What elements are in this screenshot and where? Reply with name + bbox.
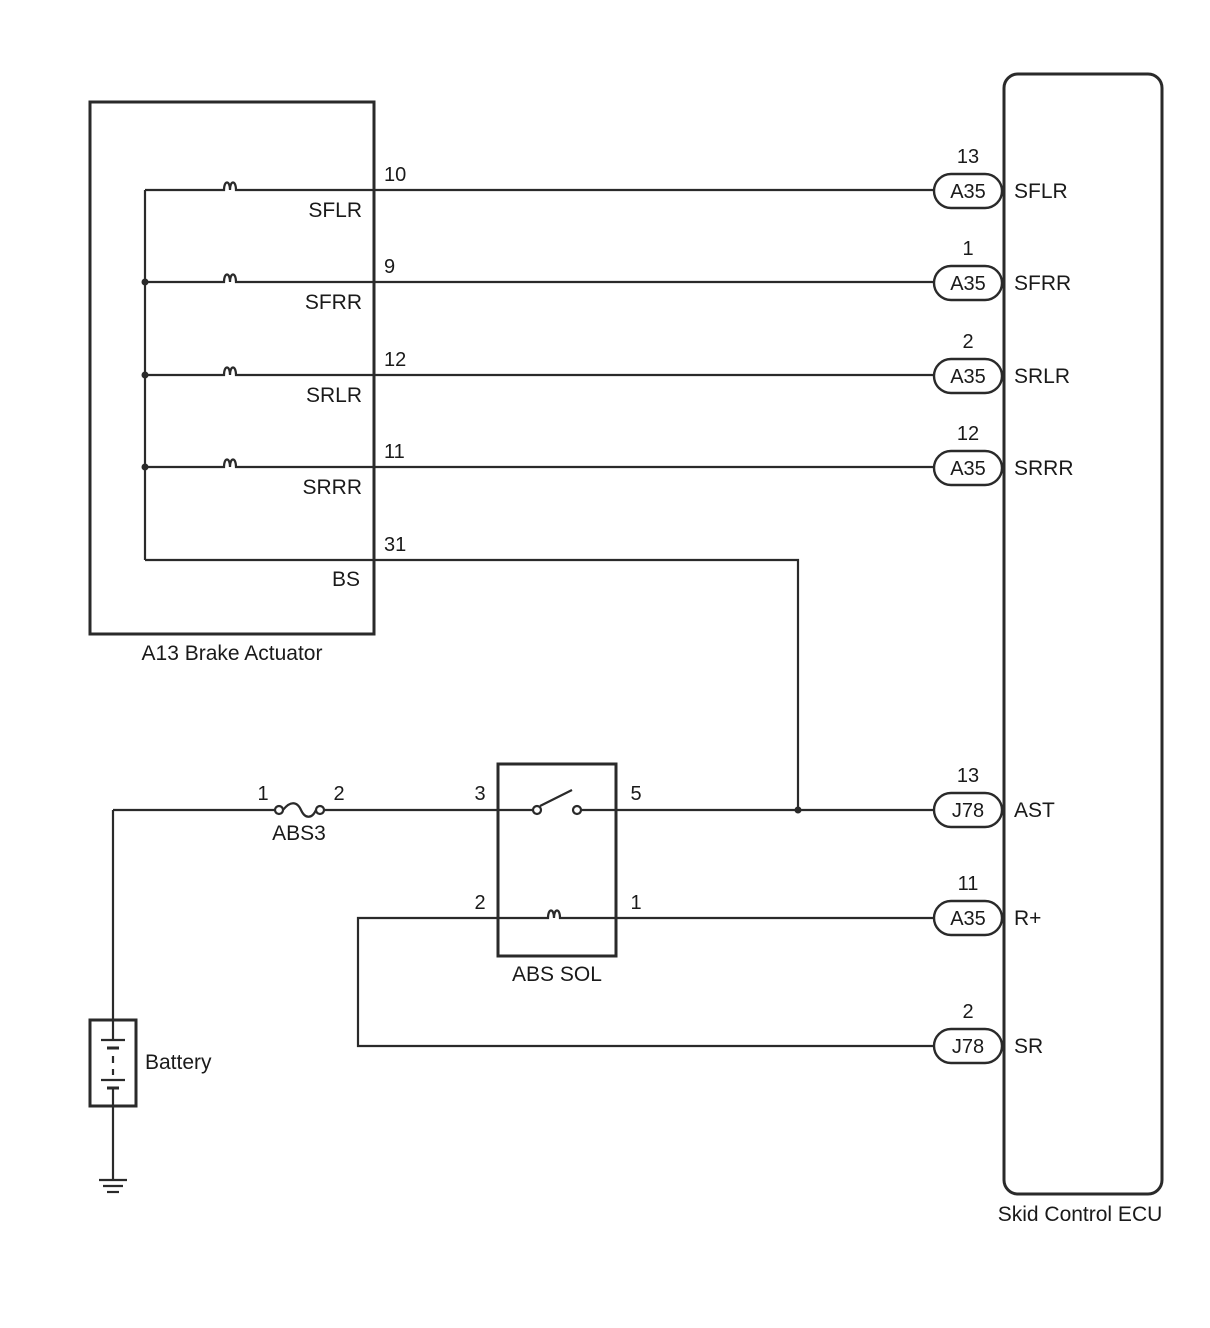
brake-actuator: A13 Brake Actuator	[88, 100, 376, 665]
ecu-terminal-sr: J78 2 SR	[932, 1001, 1043, 1065]
connector-badge	[932, 1027, 1004, 1065]
relay-pin-switch-out: 5	[630, 783, 641, 805]
ecu-terminal-r-plus: A35 11 R+	[932, 873, 1041, 937]
ecu-terminal-label: R+	[1014, 907, 1041, 930]
fuse-terminal	[314, 804, 326, 816]
actuator-terminal-label: SFLR	[308, 199, 362, 222]
wire	[356, 916, 934, 1048]
ecu-pin-number: 2	[962, 331, 973, 353]
connector-badge	[932, 172, 1004, 210]
switch-blade-icon	[539, 789, 573, 807]
connector-code: A35	[950, 181, 986, 203]
circuit-row-srrr: 11 SRRR A35 12 SRRR	[145, 423, 1074, 499]
solenoid-coil-icon	[218, 458, 244, 469]
actuator-pin-number: 9	[384, 256, 395, 278]
fuse-pin-right: 2	[333, 783, 344, 805]
relay-title: ABS SOL	[512, 963, 602, 986]
connector-code: A35	[950, 273, 986, 295]
connector-code: A35	[950, 908, 986, 930]
relay-pin-switch-in: 3	[474, 783, 485, 805]
brake-actuator-title: A13 Brake Actuator	[142, 642, 323, 665]
actuator-pin-number: 11	[384, 441, 405, 463]
switch-contact	[571, 804, 583, 816]
relay-coil-icon	[545, 909, 564, 920]
connector-badge	[932, 357, 1004, 395]
connector-badge	[932, 791, 1004, 829]
ecu-terminal-label: SFLR	[1014, 180, 1068, 203]
skid-control-ecu: Skid Control ECU	[998, 72, 1164, 1226]
fuse-icon	[282, 802, 318, 818]
relay-pin-coil-left: 2	[474, 892, 485, 914]
actuator-pin-number: 10	[384, 164, 406, 186]
connector-badge	[932, 264, 1004, 302]
bs-circuit: 31 BS	[145, 534, 800, 810]
relay-box	[496, 762, 618, 958]
connector-code: J78	[952, 800, 984, 822]
ecu-pin-number: 11	[958, 873, 979, 895]
solenoid-coil-icon	[218, 273, 244, 284]
junction-dot	[794, 806, 802, 814]
actuator-pin-number: 12	[384, 349, 406, 371]
fuse-pin-left: 1	[257, 783, 268, 805]
ecu-pin-number: 12	[957, 423, 979, 445]
ecu-pin-number: 1	[962, 238, 973, 260]
circuit-row-sfrr: 9 SFRR A35 1 SFRR	[145, 238, 1071, 314]
switch-contact	[531, 804, 543, 816]
ecu-pin-number: 13	[957, 765, 979, 787]
ecu-terminal-label: SFRR	[1014, 272, 1071, 295]
relay-pin-coil-right: 1	[630, 892, 641, 914]
ecu-terminal-ast: J78 13 AST	[932, 765, 1055, 829]
ecu-terminal-label: SRLR	[1014, 365, 1070, 388]
ecu-pin-number: 13	[957, 146, 979, 168]
wire	[145, 558, 800, 810]
connector-code: A35	[950, 458, 986, 480]
connector-badge	[932, 899, 1004, 937]
circuit-row-srlr: 12 SRLR A35 2 SRLR	[145, 331, 1070, 407]
abs-sol-relay: 3 5 2 1 ABS SOL	[356, 762, 934, 1048]
ecu-terminal-label: SR	[1014, 1035, 1043, 1058]
bs-terminal-label: BS	[332, 568, 360, 591]
actuator-terminal-label: SRLR	[306, 384, 362, 407]
ecu-title: Skid Control ECU	[998, 1203, 1163, 1226]
connector-badge	[932, 449, 1004, 487]
connector-code: J78	[952, 1036, 984, 1058]
brake-actuator-box	[88, 100, 376, 636]
solenoid-coil-icon	[218, 366, 244, 377]
ecu-terminal-label: SRRR	[1014, 457, 1074, 480]
battery-label: Battery	[145, 1051, 212, 1074]
bs-pin-number: 31	[384, 534, 406, 556]
fuse-terminal	[273, 804, 285, 816]
solenoid-coil-icon	[218, 181, 244, 192]
actuator-terminal-label: SFRR	[305, 291, 362, 314]
ecu-terminal-label: AST	[1014, 799, 1055, 822]
connector-code: A35	[950, 366, 986, 388]
actuator-terminal-label: SRRR	[302, 476, 362, 499]
circuit-row-sflr: 10 SFLR A35 13 SFLR	[145, 146, 1068, 222]
fuse-label: ABS3	[272, 822, 326, 845]
ecu-pin-number: 2	[962, 1001, 973, 1023]
ecu-box	[1002, 72, 1164, 1196]
battery-circuit: 1 2 ABS3 Battery	[88, 783, 533, 1194]
